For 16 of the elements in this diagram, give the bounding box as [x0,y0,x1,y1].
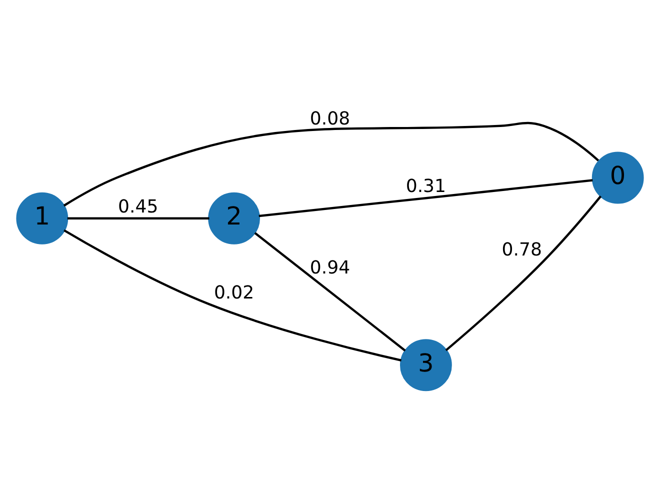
edge-label: 0.02 [214,282,254,303]
edge-label: 0.78 [502,238,542,260]
edge-label: 0.08 [310,108,350,129]
edge-label: 0.31 [406,176,446,197]
connector [254,232,406,351]
connector [258,178,593,217]
connector [63,121,600,206]
node-circle: 1 [16,192,68,244]
edge-label: 0.45 [118,196,158,218]
connector [64,228,402,361]
node-circle: 0 [592,151,644,204]
node-circle: 2 [208,192,260,244]
connector [67,216,210,220]
edge-label: 0.94 [310,256,350,278]
node-circle: 3 [400,338,452,391]
connector [445,195,602,351]
